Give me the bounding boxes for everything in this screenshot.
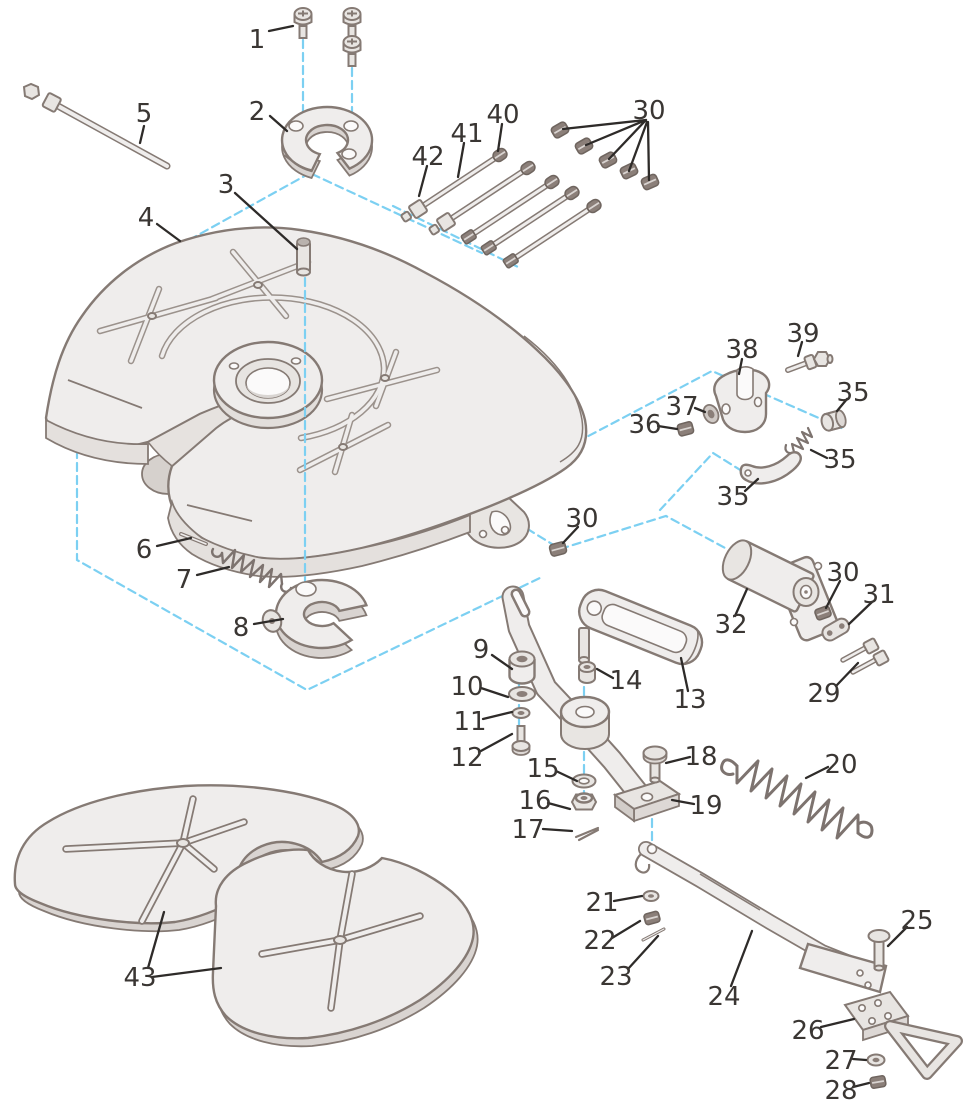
callout-18: 18: [684, 742, 717, 772]
part-16-nut: [570, 792, 598, 811]
part-42-square-fittings: [400, 199, 519, 269]
part-35-curved-arm: [739, 451, 802, 485]
part-28-nut: [869, 1075, 887, 1089]
callout-38: 38: [725, 335, 758, 365]
callout-17: 17: [511, 815, 544, 845]
part-19-bracket: [612, 779, 682, 823]
grease-grooves: [96, 248, 441, 476]
callout-14: 14: [609, 666, 642, 696]
part-40-bolt-heads: [492, 147, 602, 214]
part-27-washer: [866, 1053, 886, 1067]
pull-handle-triangle: [884, 1020, 963, 1080]
callout-22: 22: [583, 926, 616, 956]
callout-9: 9: [473, 635, 490, 665]
callout-28: 28: [824, 1076, 857, 1106]
part-38-clevis-bracket: [713, 366, 771, 434]
leader-lines: [138, 24, 909, 1089]
callout-31: 31: [862, 580, 895, 610]
callout-42: 42: [411, 142, 444, 172]
callout-24: 24: [707, 982, 740, 1012]
part-12-bolt: [511, 725, 531, 756]
callout-7: 7: [176, 565, 193, 595]
part-39-bolt: [785, 351, 834, 373]
part-30-nut-mid: [548, 541, 568, 557]
part-21-washer: [642, 890, 660, 902]
part-20-spring: [720, 758, 874, 840]
part-29-bolts: [840, 637, 890, 675]
part-35-plug: [820, 409, 847, 432]
part-5-rod: [22, 82, 171, 170]
callout-19: 19: [689, 791, 722, 821]
callout-30-right: 30: [826, 558, 859, 588]
part-37-washer: [702, 403, 720, 425]
assembly-guide-lines: [75, 38, 848, 692]
callout-4: 4: [138, 203, 155, 233]
part-2-horseshoe-plate: [280, 105, 374, 180]
part-3-pin: [296, 237, 311, 277]
part-43-wear-plates: [13, 784, 479, 1048]
part-4-fifth-wheel-plate: [44, 226, 588, 578]
part-13-handle: [578, 588, 704, 666]
callout-6: 6: [136, 535, 153, 565]
callout-10: 10: [450, 672, 483, 702]
part-11-washer: [511, 707, 531, 719]
callout-5: 5: [136, 99, 153, 129]
callout-25: 25: [900, 906, 933, 936]
callout-13: 13: [673, 685, 706, 715]
part-22-nut: [643, 910, 661, 926]
part-25-bolt: [867, 929, 891, 972]
part-24-release-handle-bar: [634, 841, 888, 994]
part-18-bolt: [642, 745, 668, 784]
callout-35-b: 35: [823, 445, 856, 475]
callout-30-top: 30: [632, 96, 665, 126]
part-15-washer: [571, 773, 597, 789]
callout-36: 36: [628, 410, 661, 440]
callout-21: 21: [585, 888, 618, 918]
part-9-bushing: [508, 650, 536, 685]
part-35-spring-clip: [784, 426, 814, 455]
part-6-pin: [179, 532, 208, 546]
callout-8: 8: [233, 613, 250, 643]
callout-43: 43: [123, 963, 156, 993]
callout-39: 39: [786, 319, 819, 349]
callout-37: 37: [665, 392, 698, 422]
callout-35-a: 35: [836, 378, 869, 408]
release-arm: [501, 585, 655, 811]
callout-26: 26: [791, 1016, 824, 1046]
part-30-nut-right: [814, 605, 832, 621]
callout-23: 23: [599, 962, 632, 992]
part-36-nut: [676, 421, 695, 437]
part-8-lock-jaw: [261, 578, 369, 659]
callout-20: 20: [824, 750, 857, 780]
part-23-pin: [641, 927, 666, 942]
callout-27: 27: [824, 1046, 857, 1076]
callout-32: 32: [714, 610, 747, 640]
callout-40: 40: [486, 100, 519, 130]
callout-labels: 1 2 3 4 5 6 7 8 9 10 11 12 13 14 15 16 1…: [123, 25, 933, 1106]
callout-41: 41: [450, 119, 483, 149]
part-1-socket-screws: [293, 7, 362, 67]
part-10-washer: [508, 686, 536, 702]
part-41-mounting-bolts: [400, 147, 602, 269]
callout-11: 11: [453, 707, 486, 737]
part-17-cotter-pin: [574, 826, 600, 842]
callout-15: 15: [526, 754, 559, 784]
callout-29: 29: [807, 679, 840, 709]
callout-30-mid: 30: [565, 504, 598, 534]
callout-16: 16: [518, 786, 551, 816]
callout-1: 1: [249, 25, 266, 55]
callout-2: 2: [249, 97, 266, 127]
part-31-link: [821, 617, 851, 642]
callout-35-c: 35: [716, 482, 749, 512]
callout-12: 12: [450, 743, 483, 773]
callout-3: 3: [218, 170, 235, 200]
part-14-bushing: [578, 661, 596, 684]
